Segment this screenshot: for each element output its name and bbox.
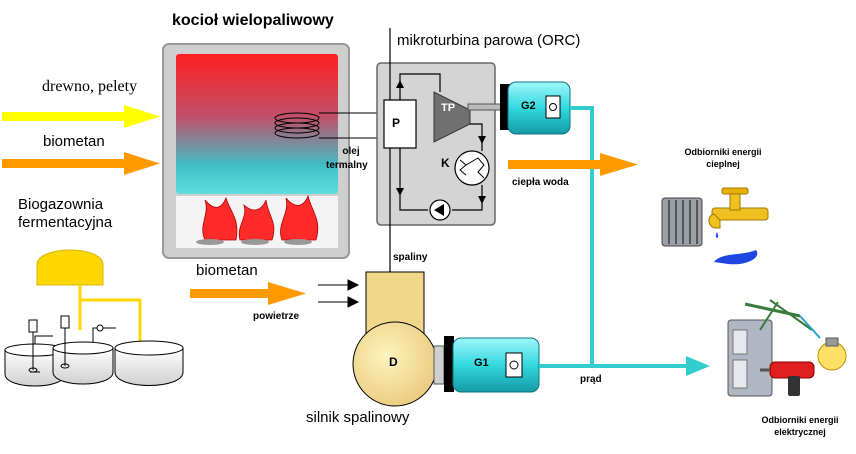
- power-arrowhead: [686, 356, 710, 376]
- heating-coil: [274, 112, 384, 139]
- hot-water-label: ciepła woda: [512, 177, 569, 188]
- biomethane-engine-label: biometan: [196, 262, 258, 279]
- power-label: prąd: [580, 374, 602, 385]
- biomethane-boiler-arrow: [2, 152, 160, 175]
- condenser-label: K: [441, 156, 450, 170]
- orc-title: mikroturbina parowa (ORC): [397, 32, 581, 49]
- biomethane-engine-arrow: [190, 282, 306, 305]
- biogas-plant-label-2: fermentacyjna: [18, 214, 113, 231]
- orc-microturbine: [376, 28, 507, 272]
- generator-g1: [444, 336, 540, 393]
- drill-icon: [760, 361, 815, 396]
- generator-g1-label: G1: [474, 357, 489, 369]
- appliances-icon: [727, 299, 821, 397]
- boiler-title: kocioł wielopaliwowy: [172, 12, 334, 29]
- air-inlet-arrows: [318, 279, 360, 308]
- light-bulb-icon: [817, 337, 847, 371]
- heat-receivers-label-2: cieplnej: [706, 159, 740, 169]
- engine-d-label: D: [389, 355, 398, 369]
- heat-receivers-label-1: Odbiorniki energii: [684, 147, 762, 157]
- biogas-plant: [4, 249, 184, 387]
- elec-receivers-label-2: elektrycznej: [774, 427, 826, 437]
- hot-water-arrow: [508, 153, 638, 176]
- water-tap-icon: [708, 187, 769, 265]
- thermal-oil-label-2: termalny: [326, 160, 368, 171]
- engine-title: silnik spalinowy: [306, 409, 410, 426]
- biomethane-boiler-label: biometan: [43, 133, 105, 150]
- combustion-engine: [352, 271, 445, 407]
- wood-pellets-arrow: [2, 105, 160, 128]
- generator-g2: [500, 81, 571, 135]
- exhaust-label: spaliny: [393, 252, 428, 263]
- elec-receivers-label-1: Odbiorniki energii: [761, 415, 839, 425]
- biogas-plant-label-1: Biogazownia: [18, 196, 104, 213]
- electric-lines: [539, 106, 690, 368]
- pump-p-label: P: [392, 116, 401, 130]
- thermal-oil-label-1: olej: [342, 146, 360, 157]
- air-label: powietrze: [253, 311, 300, 322]
- radiator-icon: [661, 197, 703, 247]
- flame-icon: [202, 194, 319, 241]
- turbine-label: TP: [441, 102, 456, 114]
- multi-fuel-boiler: [162, 43, 350, 259]
- wood-pellets-label: drewno, pelety: [42, 78, 138, 95]
- generator-g2-label: G2: [521, 100, 536, 112]
